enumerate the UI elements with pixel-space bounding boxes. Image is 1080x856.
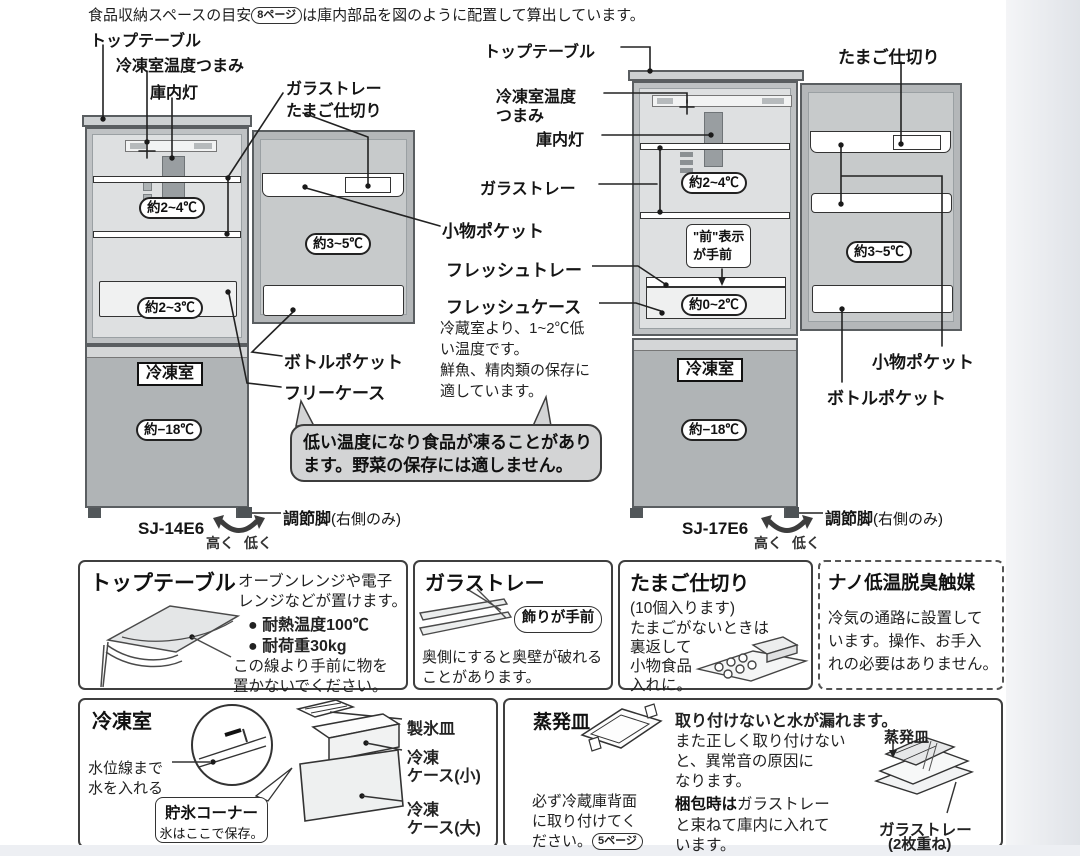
label-fresh-case: フレッシュケース — [446, 298, 582, 317]
callout-line2: ます。野菜の保存には適しません。 — [303, 456, 573, 475]
box-title: ガラストレー — [425, 573, 545, 595]
right-temp-case: 約0~2℃ — [681, 294, 747, 316]
right-label-light: 庫内灯 — [536, 132, 585, 149]
right-door-pocket-mid — [811, 193, 952, 213]
right-panel-segment — [657, 98, 673, 104]
right-label-small-pocket: 小物ポケット — [872, 353, 974, 372]
right-label-freezer-knob-2: つまみ — [496, 108, 545, 125]
right-fridge-top-table — [628, 70, 804, 81]
left-model: SJ-14E6 — [138, 519, 205, 538]
left-label-freezer-knob: 冷凍室温度つまみ — [116, 58, 245, 75]
front-note-line1: "前"表示 — [693, 229, 745, 244]
left-foot — [236, 508, 249, 518]
left-label-light: 庫内灯 — [150, 85, 199, 102]
left-foot — [88, 508, 101, 518]
right-fresh-tray — [646, 277, 786, 287]
left-fridge-top-table — [82, 115, 252, 127]
right-interior-light — [704, 112, 723, 167]
right-temp-shelf: 約2~4℃ — [681, 172, 747, 194]
label-fresh-tray: フレッシュトレー — [446, 261, 582, 280]
front-note-line2: が手前 — [693, 247, 733, 262]
left-temp-freezer: 約−18℃ — [136, 419, 202, 441]
page-edge-bottom — [0, 845, 1080, 856]
right-foot — [784, 508, 797, 518]
right-glass-shelf-2 — [640, 212, 790, 219]
info-box-glass-tray: ガラストレー 飾りが手前 奥側にすると奥壁が破れる ことがあります。 — [413, 560, 613, 690]
left-freezer-handle — [87, 347, 247, 358]
fresh-case-description: 冷蔵室より、1~2℃低 い温度です。 鮮魚、精肉類の保存に 適しています。 — [440, 320, 591, 400]
box-title: ナノ低温脱臭触媒 — [828, 572, 976, 593]
page-ref-badge: 5ページ — [592, 833, 643, 850]
box-title: トップテーブル — [90, 572, 236, 595]
right-foot-low: 低く — [792, 535, 820, 551]
right-label-bottle-pocket: ボトルポケット — [827, 389, 946, 408]
left-glass-shelf-2 — [93, 231, 241, 238]
right-freezer-sign: 冷凍室 — [677, 358, 744, 382]
box-title: たまご仕切り — [630, 573, 750, 595]
left-door-bottle-pocket — [263, 285, 404, 316]
left-label-egg-divider: たまご仕切り — [286, 103, 382, 120]
left-label-top-table: トップテーブル — [90, 33, 202, 50]
right-egg-divider-box — [893, 135, 941, 150]
info-box-freezer: 冷凍室 水位線まで 水を入れる 貯氷コーナー 氷はここで保存。 製氷皿 冷凍 ケ… — [78, 698, 498, 848]
left-foot-high: 高く — [206, 535, 234, 551]
left-glass-shelf-1 — [93, 176, 241, 183]
right-freezer-handle — [634, 340, 796, 351]
ice-corner-bubble: 貯氷コーナー 氷はここで保存。 — [155, 797, 268, 843]
info-box-top-table: トップテーブル オーブンレンジや電子 レンジなどが置けます。 ● 耐熱温度100… — [78, 560, 408, 695]
left-label-glass-tray: ガラストレー — [286, 81, 382, 98]
intro-pre: 食品収納スペースの目安 — [88, 7, 252, 24]
right-label-top-table: トップテーブル — [484, 44, 596, 61]
right-panel-segment — [762, 98, 784, 104]
label-bottle-pocket-left: ボトルポケット — [284, 353, 403, 372]
right-glass-shelf-1 — [640, 143, 790, 150]
info-box-evaporation: 蒸発皿 必ず冷蔵庫背面 に取り付けてく ださい。5ページ 取り付けないと水が漏れ… — [503, 698, 1003, 854]
right-temp-freezer: 約−18℃ — [681, 419, 747, 441]
right-label-freezer-knob-1: 冷凍室温度 — [496, 89, 577, 106]
decor-front-bubble: 飾りが手前 — [514, 606, 602, 633]
left-adjust-foot-label: 調節脚(右側のみ) — [283, 511, 402, 528]
info-box-egg-divider: たまご仕切り (10個入ります) たまごがないときは 裏返して 小物食品 入れに… — [618, 560, 813, 694]
info-box-nano-deodorizer: ナノ低温脱臭触媒 冷気の通路に設置して います。操作、お手入 れの必要はありませ… — [818, 560, 1004, 690]
right-vent — [680, 152, 693, 157]
left-temp-door: 約3~5℃ — [305, 233, 371, 255]
right-door-bottle-pocket — [812, 285, 953, 313]
right-vent — [680, 168, 693, 173]
box-title: 冷凍室 — [92, 711, 152, 733]
left-egg-divider-box — [345, 177, 391, 193]
right-vent — [680, 160, 693, 165]
right-label-glass-tray: ガラストレー — [480, 181, 576, 198]
warning-callout: 低い温度になり食品が凍ることがあり ます。野菜の保存には適しません。 — [290, 424, 602, 482]
right-model: SJ-17E6 — [682, 519, 749, 538]
right-adjust-foot-label: 調節脚(右側のみ) — [825, 511, 944, 528]
right-temp-door: 約3~5℃ — [846, 241, 912, 263]
right-label-egg-divider: たまご仕切り — [838, 48, 940, 67]
page-ref-badge: 8ページ — [251, 7, 303, 24]
intro-post: は庫内部品を図のように配置して算出しています。 — [302, 7, 645, 24]
left-panel-segment — [194, 143, 212, 149]
box-title: 蒸発皿 — [533, 712, 591, 733]
page-edge-right — [1006, 0, 1080, 856]
label-small-pocket: 小物ポケット — [442, 222, 544, 241]
label-free-case: フリーケース — [284, 384, 386, 403]
left-freezer-sign: 冷凍室 — [137, 362, 204, 386]
left-foot-low: 低く — [244, 535, 272, 551]
left-temp-case: 約2~3℃ — [137, 297, 203, 319]
right-front-note: "前"表示 が手前 — [686, 224, 752, 268]
left-temp-shelf: 約2~4℃ — [139, 197, 205, 219]
right-foot-high: 高く — [754, 535, 782, 551]
right-foot — [630, 508, 643, 518]
callout-line1: 低い温度になり食品が凍ることがあり — [303, 433, 592, 452]
left-panel-segment — [130, 143, 146, 149]
